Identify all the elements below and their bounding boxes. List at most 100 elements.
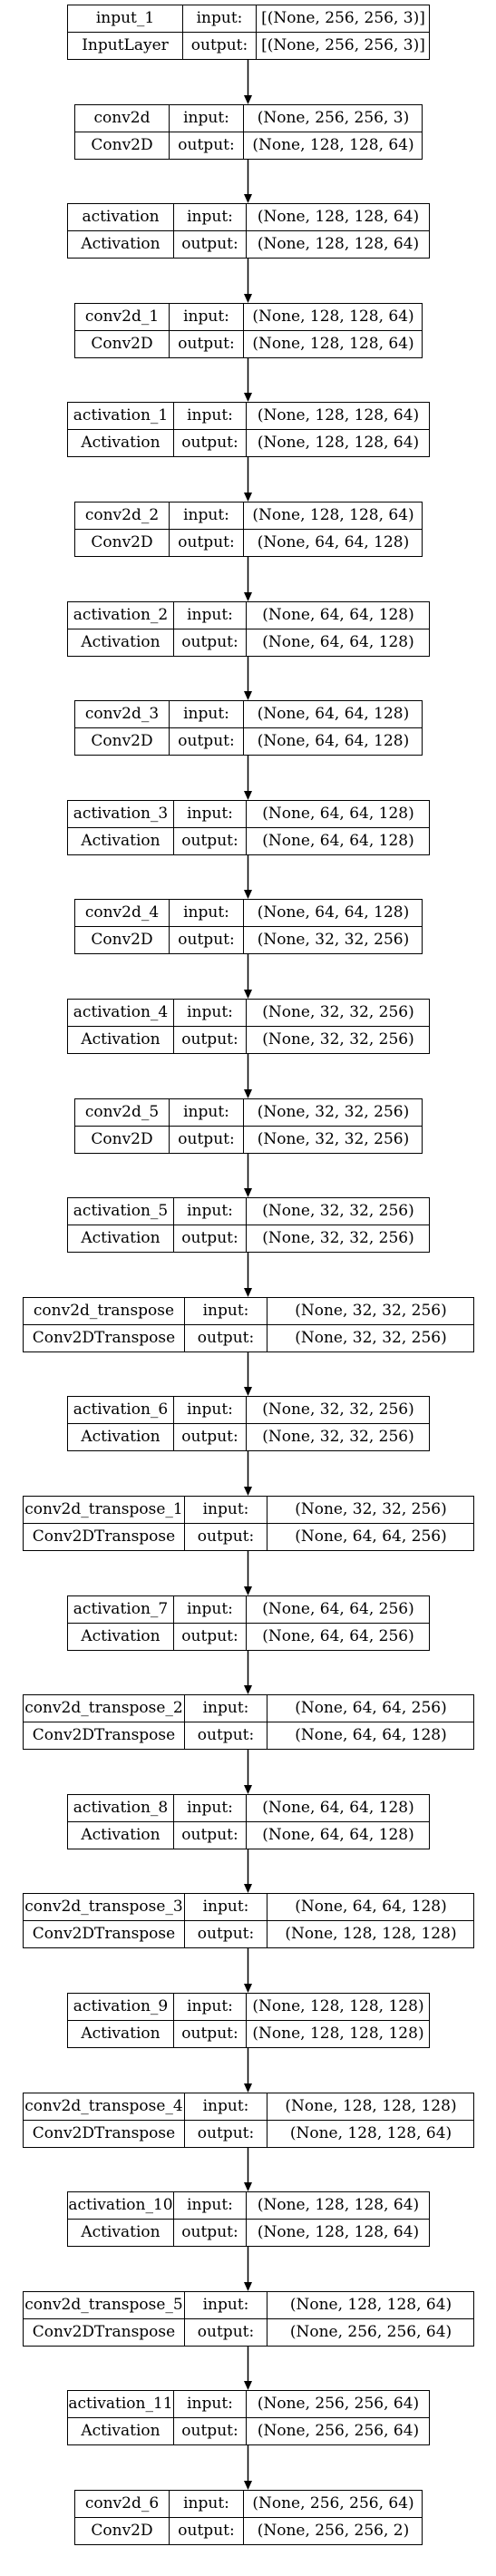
layer-type: Conv2DTranspose bbox=[24, 2319, 185, 2346]
output-label: output: bbox=[170, 927, 244, 953]
arrowhead-icon bbox=[244, 1884, 252, 1893]
input-label: input: bbox=[174, 204, 247, 231]
input-shape: (None, 32, 32, 256) bbox=[247, 1198, 430, 1225]
output-label: output: bbox=[170, 132, 244, 159]
arrowhead-icon bbox=[244, 2083, 252, 2093]
layer-type: Activation bbox=[68, 231, 174, 258]
layer-type: Activation bbox=[68, 1027, 174, 1053]
output-shape: (None, 128, 128, 64) bbox=[257, 2223, 420, 2241]
input-shape: (None, 32, 32, 256) bbox=[267, 1497, 474, 1524]
layer-name: activation_3 bbox=[68, 801, 174, 828]
input-shape: (None, 64, 64, 128) bbox=[247, 1795, 430, 1822]
output-label: output: bbox=[174, 629, 247, 656]
output-label: output: bbox=[170, 2518, 244, 2544]
layer-name: conv2d_5 bbox=[75, 1099, 170, 1127]
arrowhead-icon bbox=[244, 294, 252, 303]
output-label: output: bbox=[174, 2418, 247, 2444]
input-label: input: bbox=[174, 2192, 247, 2220]
arrowhead-icon bbox=[244, 1387, 252, 1396]
layer-type: Conv2DTranspose bbox=[24, 1921, 185, 1947]
layer-type: Activation bbox=[68, 1225, 174, 1252]
layer-type: InputLayer bbox=[68, 33, 183, 59]
output-label: output: bbox=[174, 1822, 247, 1849]
layer-name: conv2d bbox=[75, 105, 170, 132]
output-label: output: bbox=[174, 1624, 247, 1650]
input-shape: (None, 64, 64, 128) bbox=[247, 602, 430, 629]
output-label: output: bbox=[185, 1921, 267, 1947]
output-label: output: bbox=[174, 231, 247, 258]
layer-name: activation_8 bbox=[68, 1795, 174, 1822]
input-label: input: bbox=[185, 2292, 267, 2319]
output-label: output: bbox=[170, 331, 244, 357]
output-label: output: bbox=[174, 2220, 247, 2246]
output-shape: [(None, 256, 256, 3)] bbox=[261, 36, 425, 54]
output-shape: (None, 128, 128, 128) bbox=[285, 1925, 457, 1943]
input-shape: (None, 64, 64, 256) bbox=[247, 1596, 430, 1624]
output-shape: (None, 256, 256, 64) bbox=[289, 2323, 452, 2341]
output-shape: (None, 32, 32, 256) bbox=[257, 1130, 410, 1148]
output-label: output: bbox=[185, 2121, 267, 2147]
output-label: output: bbox=[174, 828, 247, 854]
layer-name: input_1 bbox=[68, 5, 183, 33]
arrowhead-icon bbox=[244, 1188, 252, 1197]
layer-type: Conv2D bbox=[75, 132, 170, 159]
arrowhead-icon bbox=[244, 691, 252, 700]
layer-type: Conv2D bbox=[75, 530, 170, 556]
layer-name: activation bbox=[68, 204, 174, 231]
output-shape: (None, 64, 64, 128) bbox=[262, 1826, 414, 1844]
layer-name: conv2d_transpose bbox=[24, 1298, 185, 1325]
layer-type: Activation bbox=[68, 2418, 174, 2444]
input-shape: (None, 128, 128, 64) bbox=[267, 2292, 474, 2319]
layer-name: activation_4 bbox=[68, 1000, 174, 1027]
layer-type: Conv2DTranspose bbox=[24, 1325, 185, 1351]
layer-name: activation_5 bbox=[68, 1198, 174, 1225]
input-label: input: bbox=[174, 1000, 247, 1027]
output-shape: (None, 64, 64, 256) bbox=[295, 1527, 447, 1546]
layer-type: Conv2D bbox=[75, 1127, 170, 1153]
output-shape: (None, 128, 128, 64) bbox=[257, 235, 420, 253]
input-shape: (None, 128, 128, 64) bbox=[244, 503, 423, 530]
layer-type: Activation bbox=[68, 828, 174, 854]
input-shape: (None, 256, 256, 64) bbox=[244, 2491, 423, 2518]
input-label: input: bbox=[170, 1099, 244, 1127]
input-label: input: bbox=[170, 105, 244, 132]
input-label: input: bbox=[185, 1894, 267, 1921]
layer-name: activation_11 bbox=[68, 2391, 174, 2418]
input-shape: (None, 32, 32, 256) bbox=[247, 1000, 430, 1027]
output-shape: (None, 256, 256, 2) bbox=[257, 2522, 410, 2540]
output-shape: (None, 64, 64, 128) bbox=[262, 832, 414, 850]
input-shape: (None, 32, 32, 256) bbox=[267, 1298, 474, 1325]
input-label: input: bbox=[174, 403, 247, 430]
arrowhead-icon bbox=[244, 1288, 252, 1297]
layer-type: Activation bbox=[68, 629, 174, 656]
layer-type: Conv2D bbox=[75, 2518, 170, 2544]
layer-name: conv2d_3 bbox=[75, 701, 170, 728]
